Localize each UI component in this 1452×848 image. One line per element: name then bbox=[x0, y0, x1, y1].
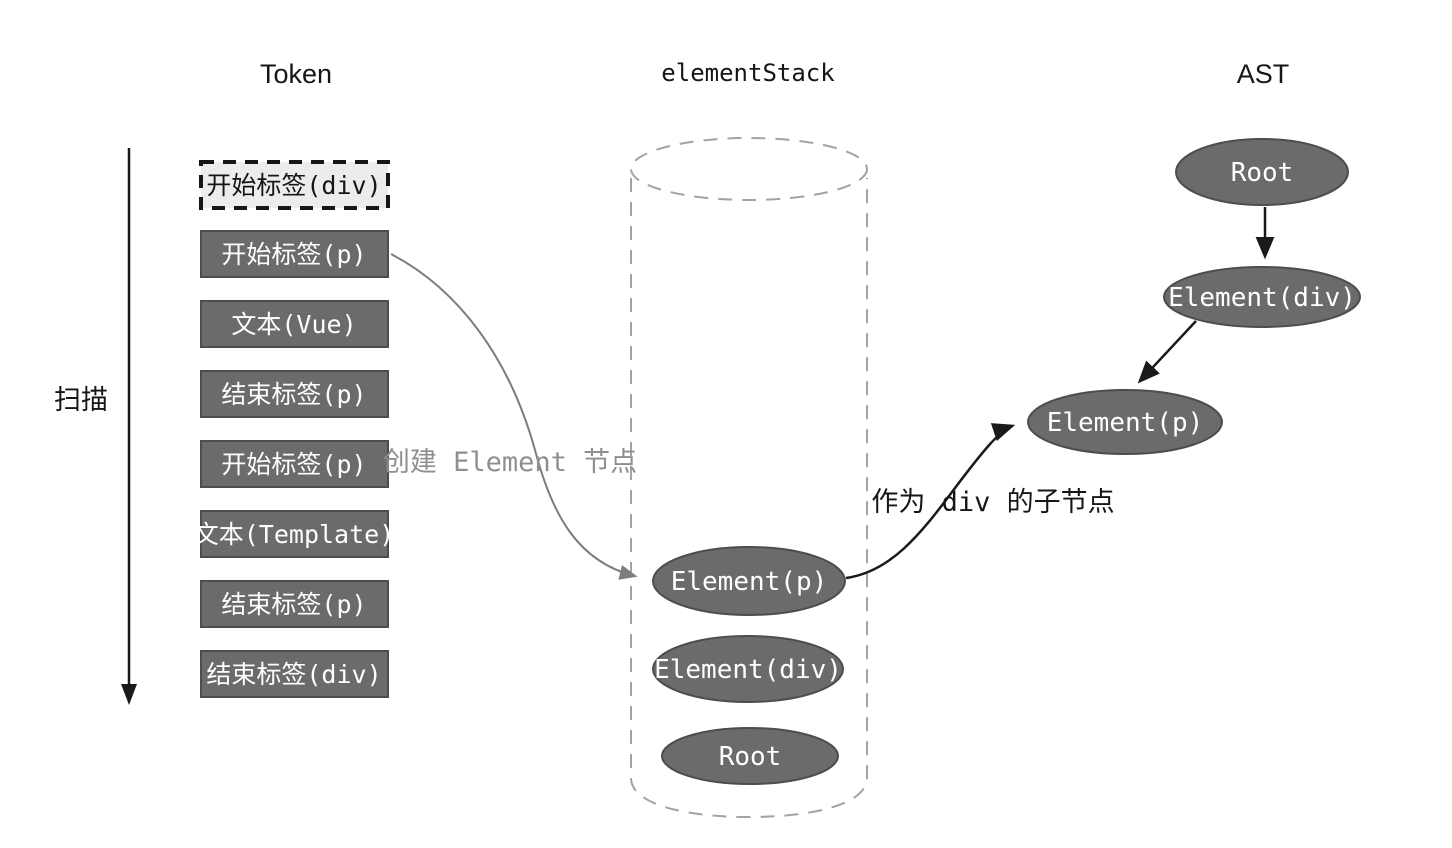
stack-node-ellipse bbox=[652, 635, 844, 703]
token-box-rect bbox=[200, 510, 389, 558]
token-column-title: Token bbox=[260, 59, 332, 89]
stack-column-title: elementStack bbox=[661, 59, 835, 87]
stack-node-element-p: Element(p) bbox=[652, 546, 846, 616]
token-box-rect bbox=[200, 650, 389, 698]
stack-cylinder-top bbox=[630, 137, 868, 201]
token-box-rect bbox=[200, 580, 389, 628]
token-box-rect bbox=[200, 440, 389, 488]
stack-node-ellipse bbox=[661, 727, 839, 785]
ast-node-label: Element(p) bbox=[1047, 408, 1204, 438]
token-box-label: 结束标签(div) bbox=[206, 660, 381, 689]
stack-cylinder bbox=[630, 137, 868, 819]
ast-node-element-p: Element(p) bbox=[1027, 389, 1223, 455]
token-box-start-p-1: 开始标签(p) bbox=[200, 230, 389, 278]
ast-node-element-div: Element(div) bbox=[1163, 266, 1361, 328]
ast-column-title: AST bbox=[1237, 59, 1290, 89]
token-list: 开始标签(div) 开始标签(p) 文本(Vue) 结束标签(p) 开始标签(p… bbox=[194, 160, 395, 698]
ast-node-label: Root bbox=[1231, 158, 1294, 188]
token-box-label: 开始标签(div) bbox=[206, 171, 381, 200]
token-box-end-p-2: 结束标签(p) bbox=[200, 580, 389, 628]
ast-node-root: Root bbox=[1175, 138, 1349, 206]
token-box-text-vue: 文本(Vue) bbox=[200, 300, 389, 348]
as-child-of-div-label: 作为 div 的子节点 bbox=[871, 487, 1114, 518]
token-box-label: 开始标签(p) bbox=[221, 450, 366, 479]
stack-cylinder-body bbox=[630, 178, 868, 819]
token-box-label: 结束标签(p) bbox=[221, 380, 366, 409]
create-element-label: 创建 Element 节点 bbox=[383, 447, 637, 478]
stack-node-element-div: Element(div) bbox=[652, 635, 844, 703]
token-box-end-div: 结束标签(div) bbox=[200, 650, 389, 698]
token-box-rect bbox=[199, 160, 390, 210]
ast-node-ellipse bbox=[1175, 138, 1349, 206]
token-box-label: 结束标签(p) bbox=[221, 590, 366, 619]
create-element-arrow bbox=[390, 253, 638, 580]
stack-node-root: Root bbox=[661, 727, 839, 785]
stack-nodes: Element(p) Element(div) Root bbox=[652, 546, 846, 785]
ast-node-label: Element(div) bbox=[1168, 283, 1356, 313]
token-box-start-p-2: 开始标签(p) bbox=[200, 440, 389, 488]
token-box-rect bbox=[200, 370, 389, 418]
ast-node-ellipse bbox=[1027, 389, 1223, 455]
ast-node-ellipse bbox=[1163, 266, 1361, 328]
scan-arrow bbox=[121, 148, 137, 705]
ast-tree: Root Element(div) Element(p) bbox=[1027, 138, 1361, 455]
stack-node-ellipse bbox=[652, 546, 846, 616]
stack-node-label: Root bbox=[719, 742, 782, 772]
push-to-ast-arrow bbox=[845, 423, 1016, 580]
stack-node-label: Element(p) bbox=[671, 567, 828, 597]
token-box-text-template: 文本(Template) bbox=[194, 510, 395, 558]
scan-arrowhead-icon bbox=[121, 684, 137, 705]
token-box-label: 文本(Template) bbox=[194, 520, 395, 549]
stack-node-label: Element(div) bbox=[654, 655, 842, 685]
token-box-end-p-1: 结束标签(p) bbox=[200, 370, 389, 418]
ast-div-to-p-arrow bbox=[1137, 320, 1197, 384]
token-box-start-div: 开始标签(div) bbox=[199, 160, 390, 210]
token-box-rect bbox=[200, 230, 389, 278]
token-box-rect bbox=[200, 300, 389, 348]
token-box-label: 文本(Vue) bbox=[231, 310, 356, 339]
token-box-label: 开始标签(p) bbox=[221, 240, 366, 269]
scan-label: 扫描 bbox=[54, 385, 108, 416]
